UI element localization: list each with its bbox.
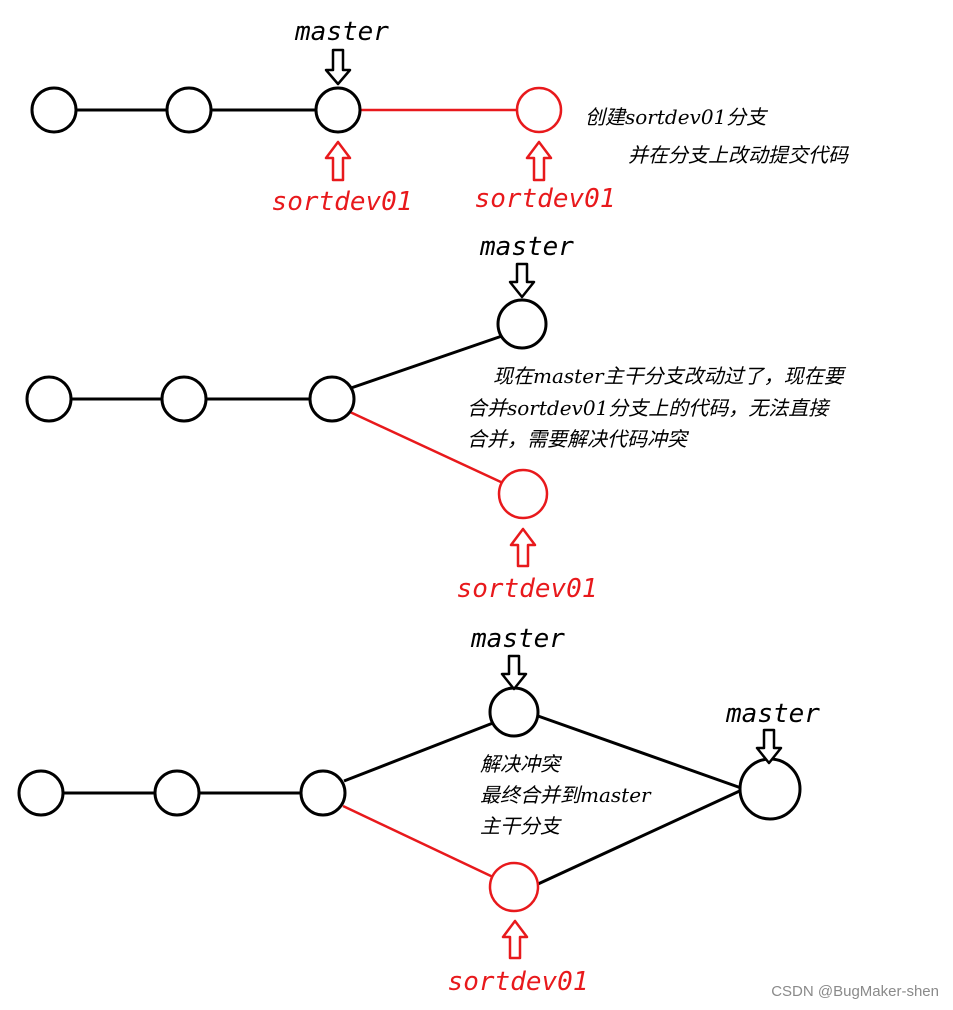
- up-arrow-icon: [501, 919, 529, 960]
- up-arrow-icon: [525, 140, 553, 182]
- branch-label: sortdev01: [475, 184, 616, 214]
- commit-node: [30, 86, 78, 134]
- branch-commit-node: [515, 86, 563, 134]
- stage-3: master master sortdev01 解决冲突 最终合并到master…: [17, 624, 820, 997]
- commit-node: [496, 298, 548, 350]
- down-arrow-icon: [508, 262, 536, 299]
- branch-commit-node: [488, 861, 540, 913]
- note-text: 并在分支上改动提交代码: [628, 143, 850, 167]
- master-label: master: [479, 232, 574, 262]
- note-text: 合并，需要解决代码冲突: [467, 427, 690, 451]
- note-text: 主干分支: [480, 814, 562, 838]
- note-text: 解决冲突: [480, 752, 563, 776]
- commit-node: [17, 769, 65, 817]
- commit-node: [308, 375, 356, 423]
- up-arrow-icon: [324, 140, 352, 182]
- edge-main: [350, 334, 503, 390]
- up-arrow-icon: [509, 527, 537, 568]
- edge-merge: [537, 787, 745, 886]
- note-text: 合并sortdev01分支上的代码，无法直接: [467, 396, 831, 420]
- branch-commit-node: [497, 468, 549, 520]
- commit-node: [299, 769, 347, 817]
- note-text: 现在master主干分支改动过了，现在要: [493, 364, 847, 388]
- branch-label: sortdev01: [272, 187, 413, 217]
- down-arrow-icon: [500, 654, 528, 691]
- branch-label: sortdev01: [448, 967, 589, 997]
- commit-node: [314, 86, 362, 134]
- master-label: master: [470, 624, 565, 654]
- master-label: master: [725, 699, 820, 729]
- commit-node: [165, 86, 213, 134]
- watermark-text: CSDN @BugMaker-shen: [771, 983, 939, 1000]
- note-text: 创建sortdev01分支: [585, 105, 768, 129]
- branch-label: sortdev01: [457, 574, 598, 604]
- master-label: master: [294, 17, 389, 47]
- merge-commit-node: [738, 757, 802, 821]
- edge-branch: [342, 804, 494, 879]
- edge-branch: [349, 410, 504, 485]
- commit-node: [153, 769, 201, 817]
- edge-merge: [537, 714, 745, 791]
- down-arrow-icon: [324, 48, 352, 86]
- stage-2: master sortdev01 现在master主干分支改动过了，现在要 合并…: [25, 232, 847, 604]
- note-text: 最终合并到master: [480, 783, 652, 807]
- commit-node: [25, 375, 73, 423]
- commit-node: [488, 686, 540, 738]
- edge-main: [343, 721, 494, 783]
- commit-node: [160, 375, 208, 423]
- down-arrow-icon: [755, 728, 783, 765]
- stage-1: master sortdev01 sortdev01 创建sortdev01分支…: [30, 17, 850, 217]
